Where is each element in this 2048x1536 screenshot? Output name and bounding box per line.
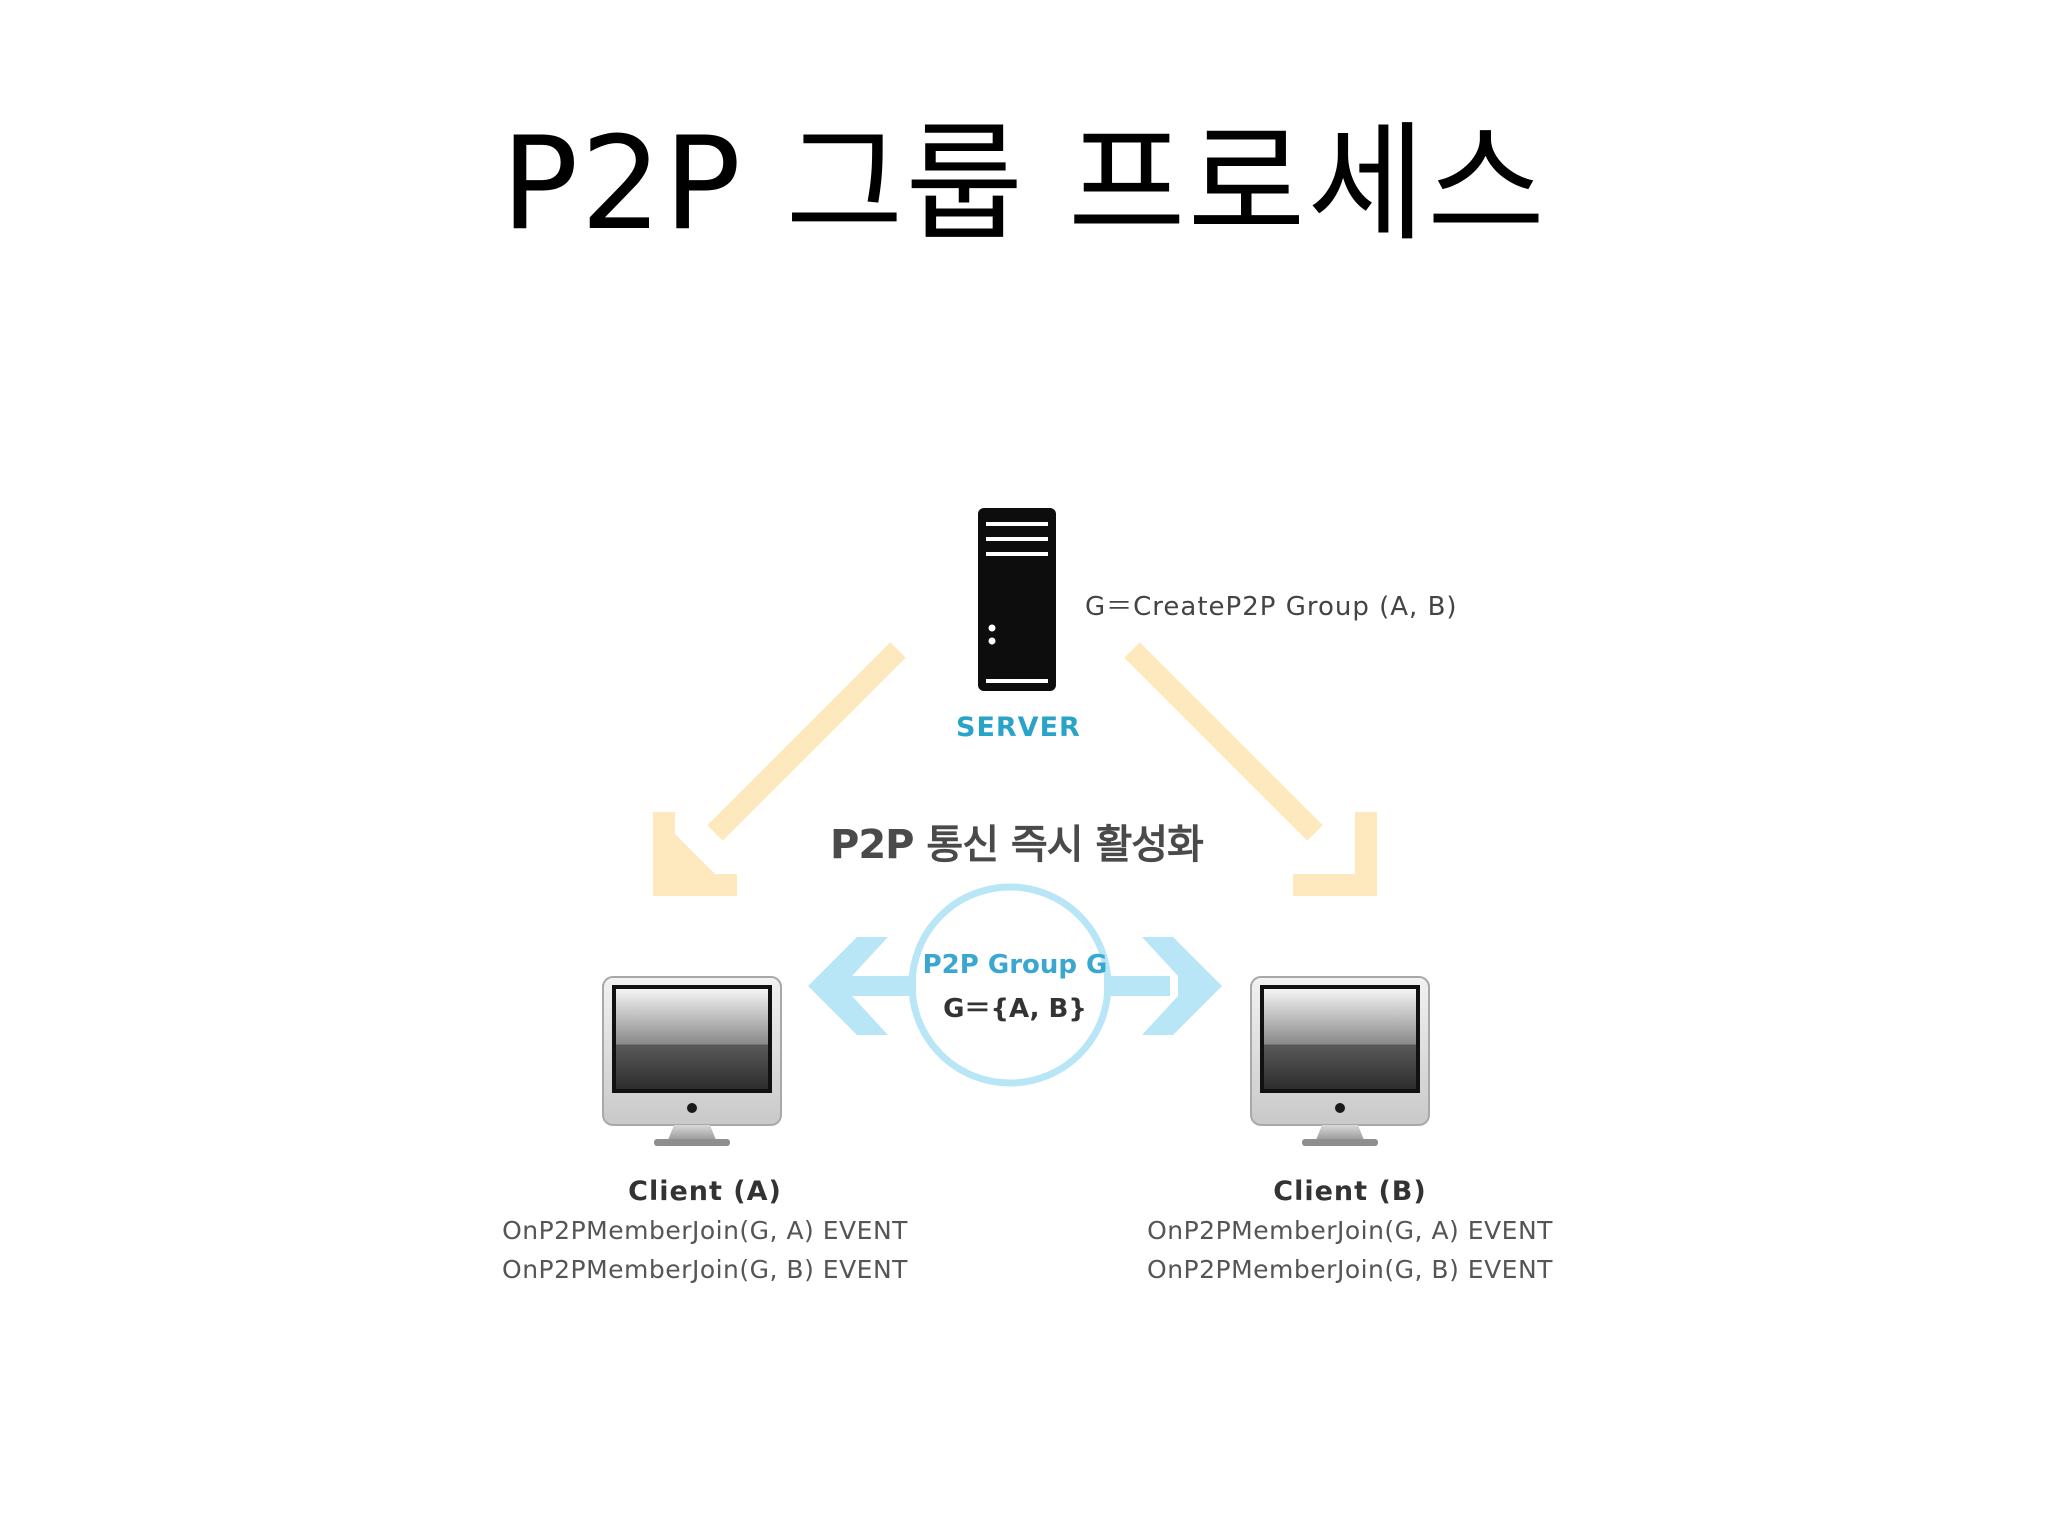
create-group-formula: G＝CreateP2P Group (A, B)	[1085, 592, 1458, 622]
p2p-arrow-left	[808, 937, 916, 1035]
client-b-name: Client (B)	[1273, 1176, 1427, 1207]
p2p-arrow-right	[1104, 937, 1222, 1035]
server-tower-icon	[978, 508, 1056, 691]
p2p-group-members: G＝{A, B}	[943, 994, 1087, 1024]
server-label: SERVER	[956, 712, 1081, 743]
client-a-name: Client (A)	[628, 1176, 782, 1207]
client-a-event-2: OnP2PMemberJoin(G, B) EVENT	[502, 1255, 908, 1284]
p2p-group-name: P2P Group G	[922, 950, 1108, 980]
server-to-client-a-arrow	[653, 642, 906, 896]
client-b-event-2: OnP2PMemberJoin(G, B) EVENT	[1147, 1255, 1553, 1284]
slide-title: P2P 그룹 프로세스	[501, 110, 1547, 259]
server-to-client-b-arrow	[1124, 642, 1377, 896]
client-b-monitor-icon	[1250, 976, 1430, 1146]
client-a-monitor-icon	[602, 976, 782, 1146]
p2p-activation-caption: P2P 통신 즉시 활성화	[830, 822, 1204, 868]
p2p-group-circle	[908, 883, 1112, 1087]
client-b-event-1: OnP2PMemberJoin(G, A) EVENT	[1147, 1216, 1553, 1245]
client-a-event-1: OnP2PMemberJoin(G, A) EVENT	[502, 1216, 908, 1245]
